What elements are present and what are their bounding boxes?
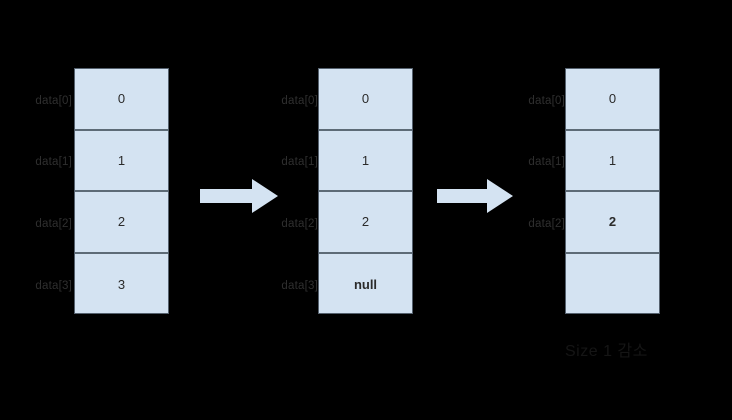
array-cell: 2 (319, 192, 412, 254)
array-cell: 3 (117, 276, 126, 292)
array-cell-last: 2 (566, 192, 659, 254)
index-label-1: data[1] (528, 156, 565, 168)
array-cell: 0 (566, 69, 659, 131)
index-label-3: data[3] (35, 280, 72, 292)
right-arrow-icon (200, 179, 278, 213)
array-cell: 0 (319, 69, 412, 131)
right-arrow-icon (437, 179, 513, 213)
array-box: 0 1 2 null (318, 68, 413, 314)
array-cell: 1 (75, 131, 168, 192)
index-label-2: data[2] (528, 218, 565, 230)
array-cell: 1 (566, 131, 659, 192)
index-label-column: data[0] data[1] data[2] (495, 68, 565, 314)
array-cell-null: null (353, 276, 378, 292)
index-label-column: data[0] data[1] data[2] data[3] (248, 68, 318, 314)
array-cell: 0 (75, 69, 168, 131)
index-label-0: data[0] (281, 95, 318, 107)
array-cell: 2 (75, 192, 168, 254)
size-decrease-caption: Size 1 감소 (565, 343, 648, 360)
index-label-1: data[1] (281, 156, 318, 168)
index-label-0: data[0] (528, 95, 565, 107)
index-label-column: data[0] data[1] data[2] data[3] (2, 68, 72, 314)
array-cell: 1 (319, 131, 412, 192)
index-label-2: data[2] (35, 218, 72, 230)
array-box: 0 1 2 (565, 68, 660, 314)
index-label-3: data[3] (281, 280, 318, 292)
index-label-1: data[1] (35, 156, 72, 168)
array-box: 0 1 2 3 (74, 68, 169, 314)
array-cell-empty (566, 254, 659, 316)
index-label-0: data[0] (35, 95, 72, 107)
index-label-2: data[2] (281, 218, 318, 230)
